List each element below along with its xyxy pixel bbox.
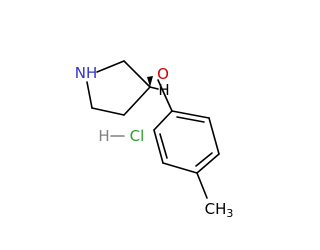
pyrrolidine-ring xyxy=(86,60,151,116)
bond-c4-c5 xyxy=(91,107,125,116)
bond-c2-c3 xyxy=(123,60,151,88)
salt-chlorine-label: Cl xyxy=(130,127,145,145)
methyl-label: CH3 xyxy=(205,200,234,220)
bond-ar2-ar3 xyxy=(208,117,220,155)
bond-ar6-ar1 xyxy=(153,110,173,131)
chemical-structure: NH O H H Cl CH3 xyxy=(75,60,234,220)
bond-ar1-ar2 xyxy=(171,110,210,119)
bond-ar5-ar6 xyxy=(153,129,164,164)
bond-ar4-ar5 xyxy=(162,162,198,174)
nitrogen-label: NH xyxy=(75,64,98,82)
methyl-label-subscript: 3 xyxy=(226,207,233,220)
bond-ar3-ar4 xyxy=(196,153,220,174)
bond-c3-h xyxy=(149,86,159,90)
benzene-ring xyxy=(153,110,220,174)
double-bond-ar1-ar2 xyxy=(176,116,205,123)
oxygen-label: O xyxy=(157,65,169,83)
salt-hydrogen-label: H xyxy=(98,127,109,145)
bond-o-c-aryl xyxy=(157,79,173,112)
stereo-hydrogen-label: H xyxy=(158,81,169,99)
methyl-label-main: CH xyxy=(205,200,227,218)
double-bond-ar3-ar4 xyxy=(195,152,213,167)
bond-ar4-methyl xyxy=(196,172,208,199)
wedge-bond-c3-o xyxy=(147,76,153,87)
bond-c3-c4 xyxy=(123,86,151,116)
bond-c5-n xyxy=(86,81,93,109)
bond-n-c2 xyxy=(96,60,125,73)
double-bond-ar5-ar6 xyxy=(159,133,168,159)
